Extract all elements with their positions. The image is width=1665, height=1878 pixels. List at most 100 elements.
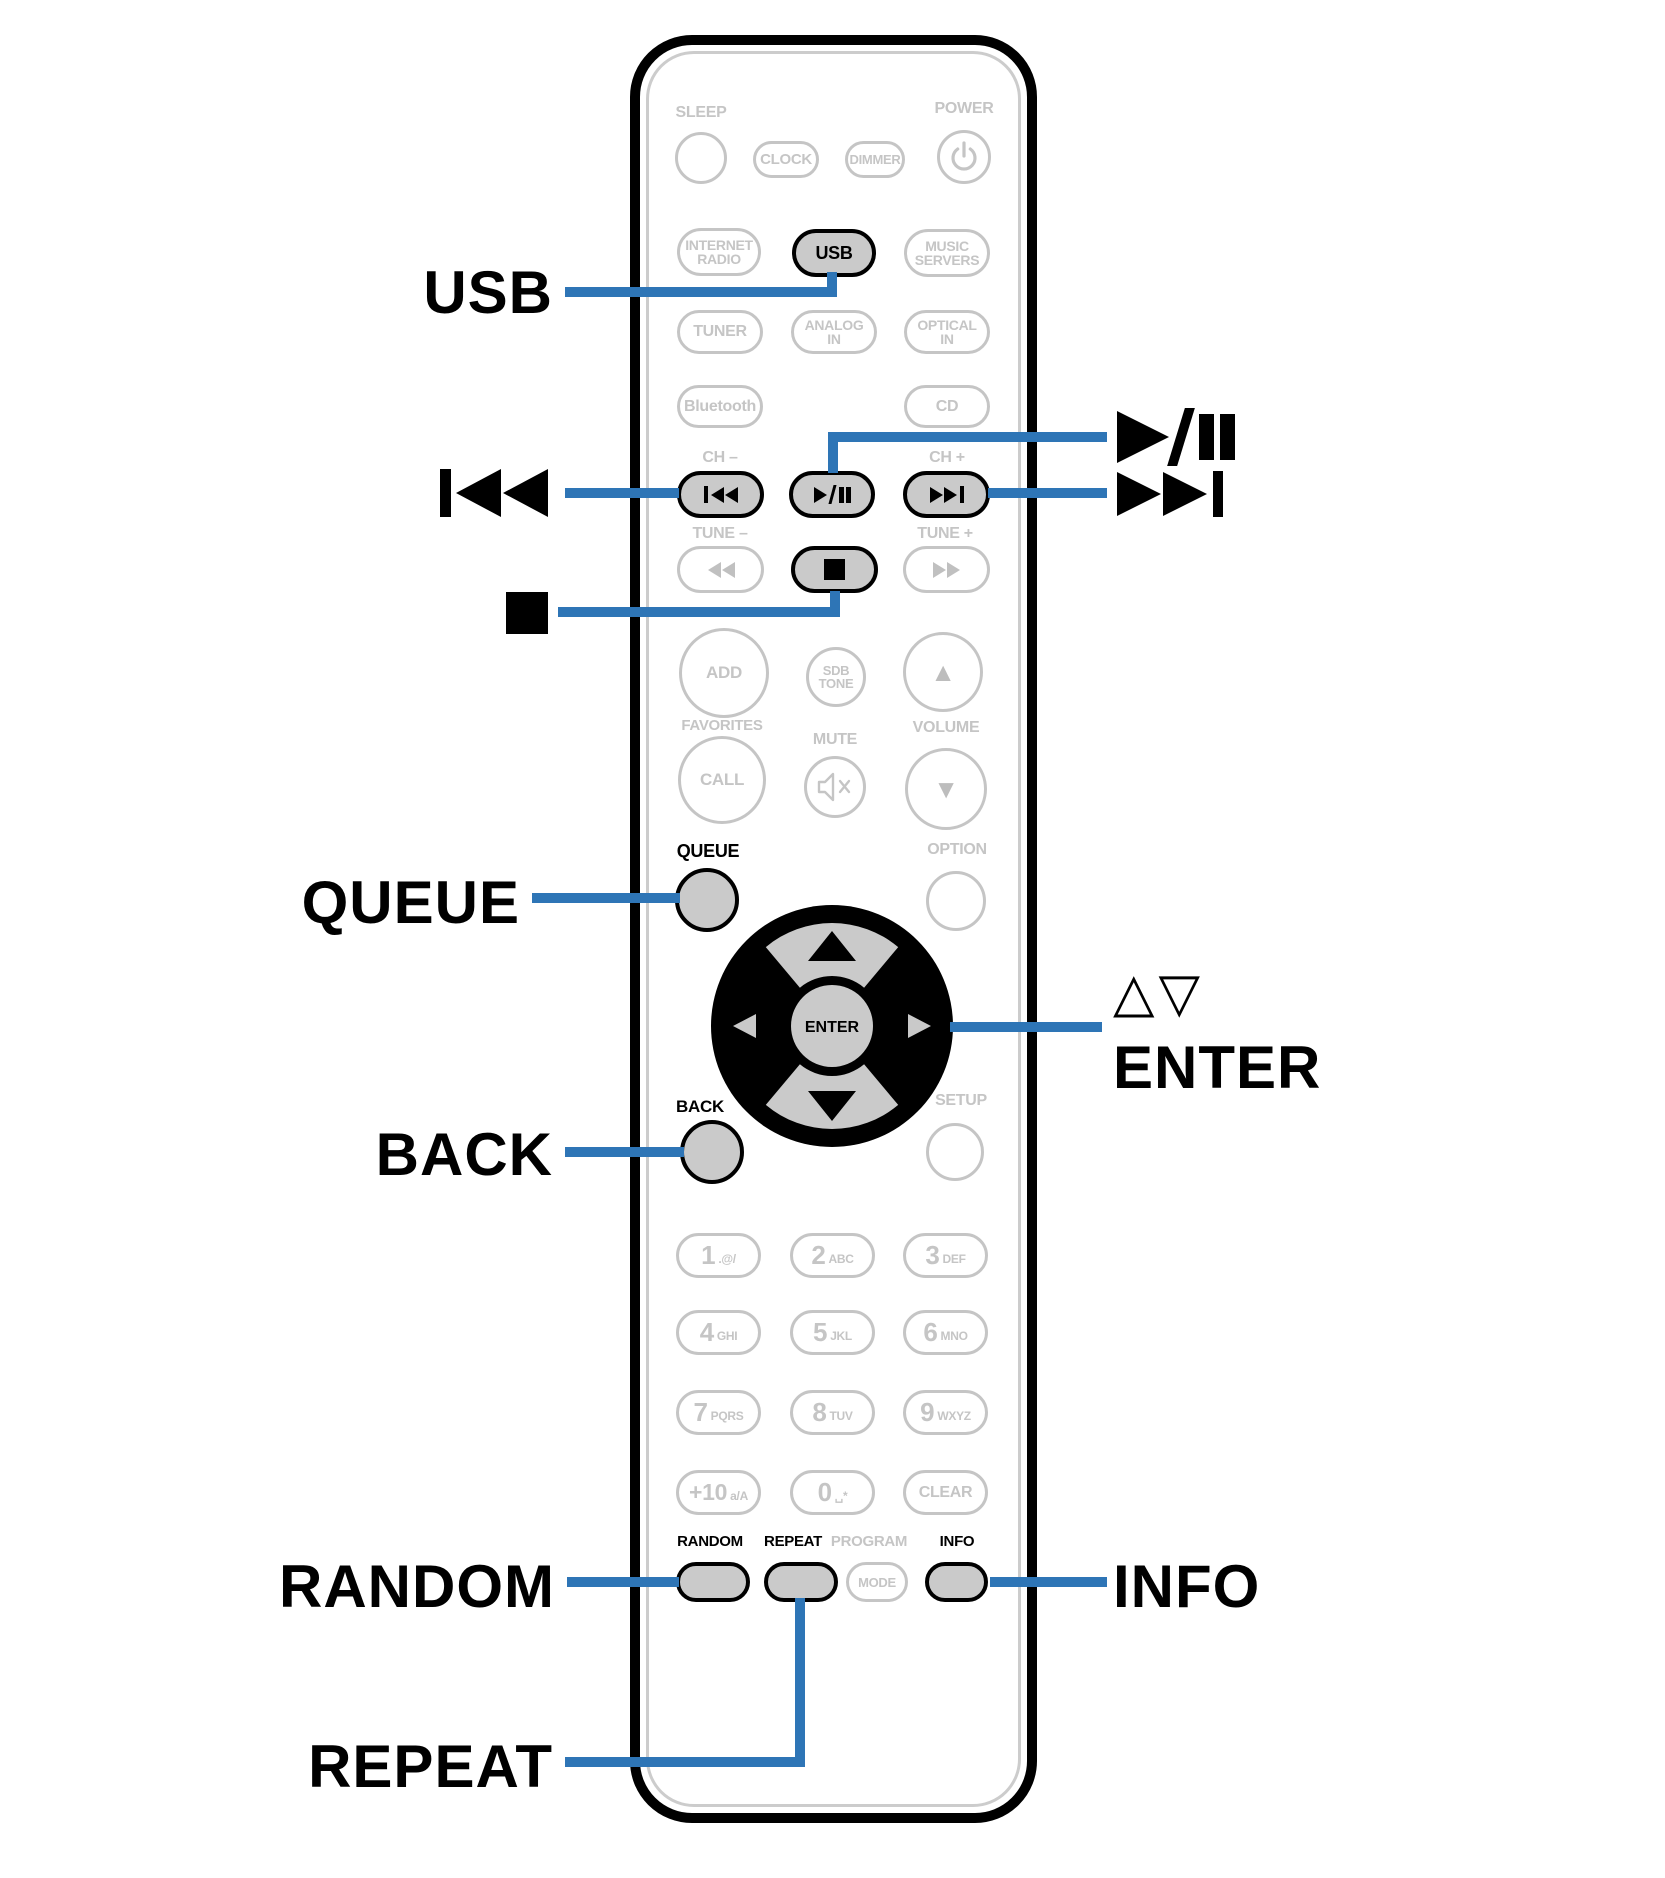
info-button-label: INFO [939,1533,975,1550]
enter-button-label: ENTER [805,1019,860,1036]
callout-line-info [990,1577,1107,1587]
callout-skip-forward-icon [1117,471,1223,517]
rewind-icon [707,561,721,578]
remote-face-outline [646,51,1021,1807]
volume-up-button[interactable]: ▲ [903,632,983,712]
dpad-left-arrow-icon [733,1014,756,1038]
play-pause-icon [813,486,827,503]
enter-button[interactable] [791,985,873,1067]
setup-label: SETUP [935,1092,987,1109]
analog-in-button[interactable]: ANALOG IN [791,310,877,354]
bluetooth-button[interactable]: Bluetooth [677,385,763,428]
skip-forward-icon [929,486,943,503]
internet-radio-line2: RADIO [697,251,741,267]
callout-line-back [565,1147,684,1157]
rewind-button[interactable] [677,546,764,593]
dpad-down-arrow-icon [808,1091,856,1121]
clear-button[interactable]: CLEAR [903,1470,988,1515]
callout-line-queue [532,893,680,903]
callout-random: RANDOM [279,1553,555,1620]
volume-down-button[interactable]: ▼ [905,748,987,830]
dpad: ENTER [711,905,953,1147]
usb-button[interactable]: USB [792,229,876,277]
mute-button[interactable] [804,756,866,818]
repeat-button[interactable] [764,1562,838,1602]
tuner-button[interactable]: TUNER [677,310,763,354]
stop-icon [824,559,845,580]
setup-button[interactable] [926,1123,984,1181]
callout-line-play-pause-vertical [828,432,838,473]
cd-button[interactable]: CD [904,385,990,428]
callout-queue: QUEUE [301,869,520,936]
dpad-left-button[interactable] [729,959,794,1093]
mute-icon [817,772,851,802]
internet-radio-button[interactable]: INTERNET RADIO [677,228,761,276]
callout-line-play-pause [828,432,1107,442]
volume-down-icon: ▼ [933,774,959,804]
analog-in-line2: IN [827,331,841,347]
power-icon [951,141,977,171]
callout-stop-icon [506,592,548,634]
back-button-label: BACK [676,1097,724,1116]
add-button[interactable]: ADD [679,628,769,718]
skip-forward-button[interactable] [903,471,990,518]
skip-back-button[interactable] [677,471,764,518]
callout-line-repeat [565,1757,805,1767]
dpad-right-arrow-icon [908,1014,931,1038]
power-button[interactable] [937,130,991,184]
music-servers-button[interactable]: MUSIC SERVERS [904,229,990,277]
tune-minus-label: TUNE – [692,525,748,542]
callout-info: INFO [1113,1553,1261,1620]
dimmer-button[interactable]: DIMMER [845,141,905,178]
option-label: OPTION [927,841,987,858]
callout-skip-back-icon [440,469,548,517]
sdb-tone-line1: SDB [822,662,850,678]
callout-line-usb [565,287,837,297]
callout-line-stop-vertical [830,591,840,617]
fast-forward-button[interactable] [903,546,990,593]
play-pause-button[interactable] [789,471,875,518]
digit-1-button[interactable]: 1.@/ [676,1233,761,1278]
stop-button[interactable] [791,546,878,593]
skip-back-icon [703,486,708,503]
random-button[interactable] [676,1562,750,1602]
random-button-label: RANDOM [677,1533,743,1550]
ch-minus-label: CH – [702,449,738,466]
power-label: POWER [934,100,994,117]
dpad-right-button[interactable] [870,959,935,1093]
sdb-tone-button[interactable]: SDB TONE [806,647,866,707]
call-button[interactable]: CALL [678,736,766,824]
dpad-up-arrow-icon [808,931,856,961]
callout-repeat: REPEAT [308,1733,553,1800]
info-button[interactable] [925,1562,988,1602]
internet-radio-line1: INTERNET [685,236,753,253]
sdb-tone-line2: TONE [818,676,854,691]
fast-forward-icon [932,561,946,578]
sleep-button[interactable] [675,132,727,184]
option-button[interactable] [926,871,986,931]
optical-in-line1: OPTICAL [917,316,977,333]
mute-label: MUTE [812,731,858,748]
queue-button-label: QUEUE [676,841,740,861]
music-servers-line1: MUSIC [925,237,969,254]
optical-in-button[interactable]: OPTICAL IN [904,310,990,354]
ch-plus-label: CH + [929,449,965,466]
callout-enter: ENTER [1113,1034,1322,1101]
program-label: PROGRAM [830,1533,908,1550]
digit-0-button[interactable]: 0␣* [790,1470,875,1515]
clock-button[interactable]: CLOCK [753,141,819,178]
callout-usb: USB [423,259,553,326]
mode-button[interactable]: MODE [846,1562,908,1602]
volume-up-icon: ▲ [930,657,956,687]
back-button[interactable] [680,1120,744,1184]
